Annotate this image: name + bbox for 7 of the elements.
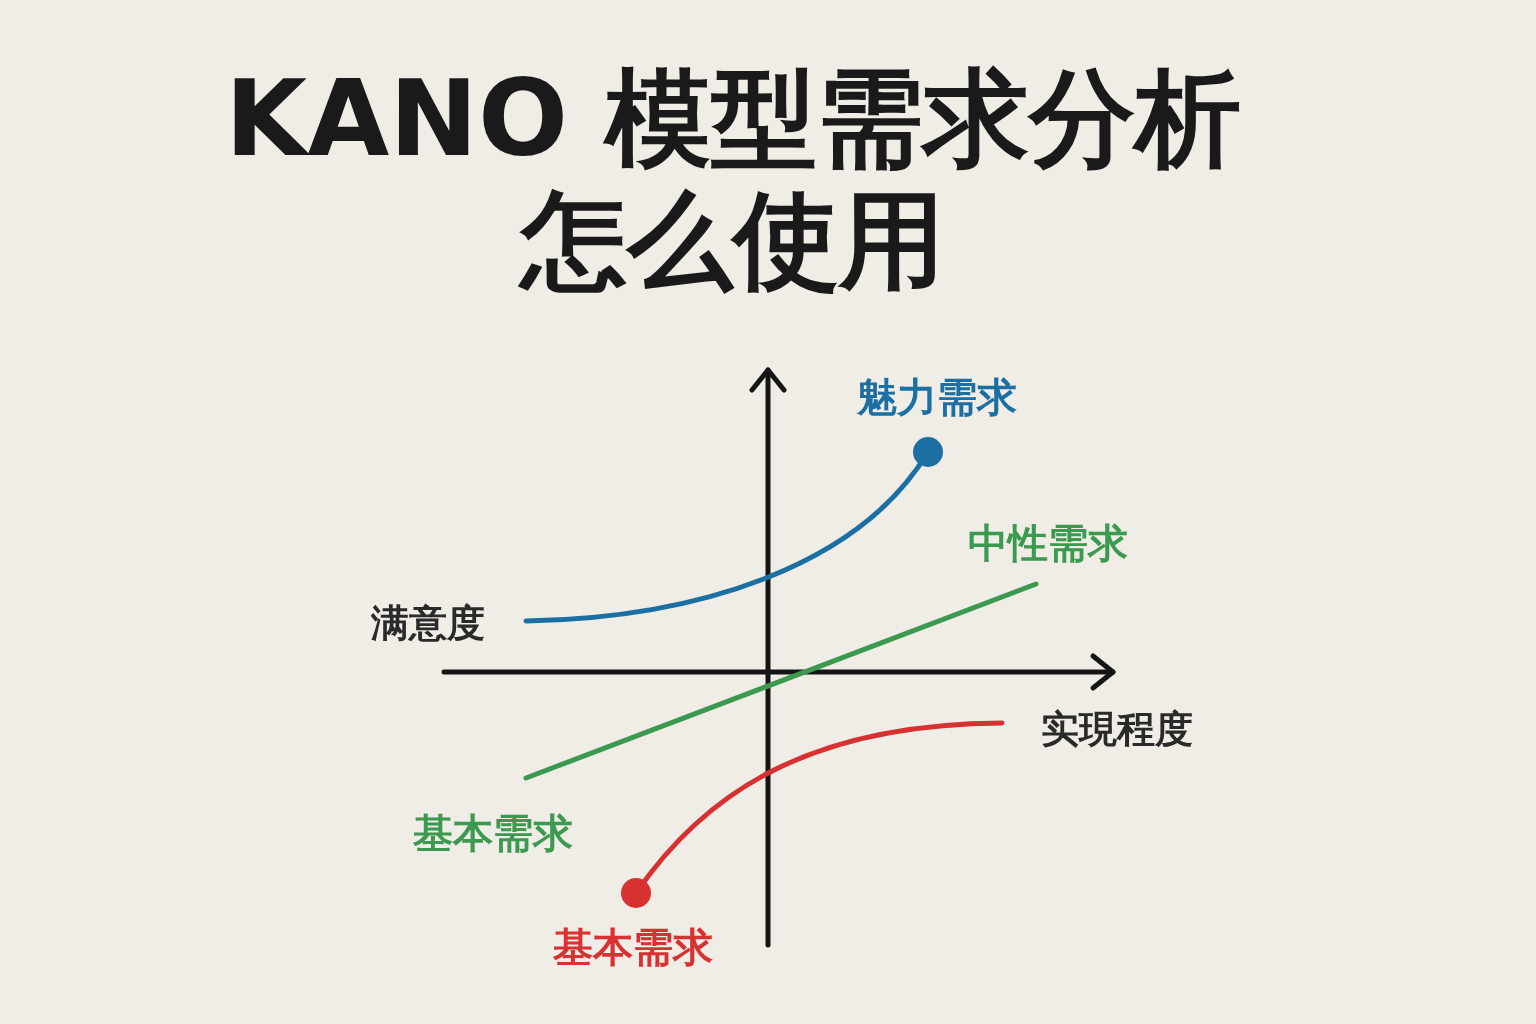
curve-label: 魅力需求	[857, 375, 1017, 419]
axis-label: 实現程度	[1041, 709, 1193, 751]
title: KANO 模型需求分析怎么使用	[224, 58, 1242, 302]
curve-label: 基本需求	[553, 925, 713, 969]
curve-label: 基本需求	[413, 811, 573, 855]
curve-label: 中性需求	[968, 521, 1128, 565]
axis-label: 满意度	[371, 603, 485, 645]
